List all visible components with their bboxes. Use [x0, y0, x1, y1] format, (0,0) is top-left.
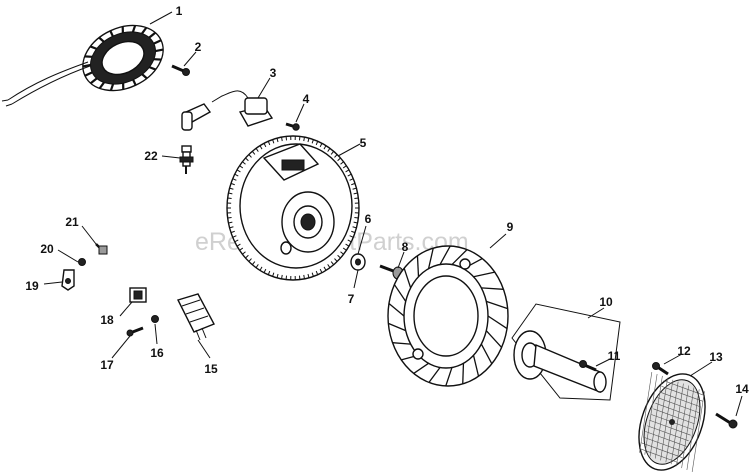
leader-line-19 [43, 281, 63, 285]
callout-18: 18 [100, 313, 114, 327]
callout-10: 10 [599, 295, 613, 309]
leader-line-15 [197, 339, 211, 359]
leader-line-14 [735, 395, 743, 417]
leader-line-20 [57, 249, 79, 263]
callout-3: 3 [270, 66, 277, 80]
callout-16: 16 [150, 346, 164, 360]
leader-line-1 [149, 11, 173, 25]
stator [82, 24, 164, 92]
ignition-module [181, 90, 274, 131]
callout-5: 5 [360, 136, 367, 150]
callout-4: 4 [303, 92, 310, 106]
leader-line-18 [119, 301, 133, 317]
callout-22: 22 [144, 149, 158, 163]
callout-12: 12 [677, 344, 691, 358]
leader-line-10 [587, 307, 605, 319]
leader-line-7 [353, 269, 359, 289]
washer [350, 253, 366, 271]
callout-17: 17 [100, 358, 114, 372]
regulator-screw [126, 326, 144, 337]
screen-bolt [715, 412, 738, 429]
bracket-nut [78, 258, 86, 266]
rectifier-regulator [177, 293, 215, 341]
cooling-fan [387, 245, 509, 387]
regulator-nut [151, 315, 159, 323]
callout-21: 21 [65, 215, 79, 229]
callout-15: 15 [204, 362, 218, 376]
callout-1: 1 [176, 4, 183, 18]
callout-13: 13 [709, 350, 723, 364]
leader-line-3 [257, 77, 271, 99]
grass-screen [638, 372, 706, 472]
leader-line-17 [111, 335, 131, 359]
callout-6: 6 [365, 212, 372, 226]
leader-line-21 [81, 225, 97, 245]
callout-11: 11 [608, 349, 621, 363]
leader-line-16 [154, 323, 158, 345]
leader-line-5 [337, 143, 361, 157]
callout-20: 20 [40, 242, 54, 256]
terminal-block [129, 287, 147, 303]
stator-screw [171, 64, 190, 76]
leader-line-4 [295, 103, 305, 123]
leader-line-8 [397, 251, 405, 269]
grass-screen-screw [652, 362, 669, 376]
leader-line-2 [183, 51, 197, 67]
leader-line-13 [689, 361, 713, 377]
bracket-screw [95, 243, 108, 255]
callout-2: 2 [195, 40, 202, 54]
stator-wire-leads [1, 61, 91, 107]
module-screw [285, 122, 300, 131]
callout-8: 8 [402, 240, 409, 254]
bracket [61, 269, 75, 291]
leader-lines [43, 11, 743, 417]
spark-plug [179, 145, 194, 174]
leader-line-9 [489, 233, 507, 249]
leader-line-12 [663, 353, 683, 365]
callout-19: 19 [25, 279, 39, 293]
callout-14: 14 [735, 382, 749, 396]
drive-shaft-adapter [511, 303, 621, 401]
callout-7: 7 [348, 292, 355, 306]
callout-9: 9 [507, 220, 514, 234]
leader-line-22 [161, 155, 181, 159]
leader-line-11 [595, 357, 613, 367]
adapter-screw [579, 360, 597, 372]
flywheel [226, 135, 360, 281]
leader-line-6 [357, 225, 367, 255]
